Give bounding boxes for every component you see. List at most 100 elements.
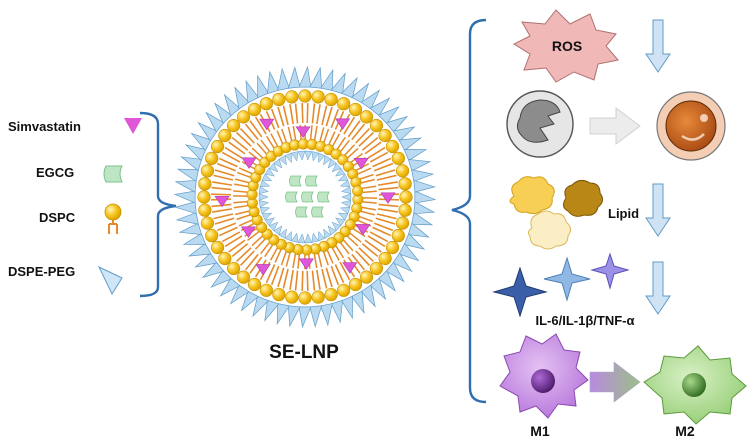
- egcg-molecule: [289, 175, 302, 187]
- simvastatin-molecule: [355, 224, 371, 236]
- lipid-tail: [270, 133, 279, 147]
- lipid-tail: [325, 267, 333, 288]
- right-arrow-icon: [589, 107, 641, 145]
- lipid-tail: [236, 214, 251, 221]
- egcg-molecule: [317, 191, 330, 203]
- lipid-tail: [247, 231, 260, 241]
- lipid-tail: [213, 174, 234, 181]
- lipid-tail: [238, 167, 253, 175]
- peg-chain: [331, 162, 342, 173]
- peg-chain: [174, 179, 197, 193]
- lipid-head: [369, 118, 384, 133]
- lipid-head: [259, 283, 273, 297]
- lipid-head: [247, 102, 262, 117]
- lipid-tail: [301, 103, 304, 124]
- lipid-head: [398, 203, 412, 217]
- lipid-tail: [361, 206, 376, 211]
- peg-chain: [377, 269, 396, 292]
- lipid-head: [352, 185, 364, 197]
- lipid-tail: [264, 244, 274, 258]
- peg-chain: [259, 179, 271, 188]
- lipid-tail: [254, 238, 266, 250]
- lipid-tail: [361, 243, 379, 258]
- lipid-head: [285, 290, 299, 304]
- lipid-tail: [236, 131, 252, 147]
- peg-chain: [318, 230, 326, 242]
- lipid-tail: [369, 151, 389, 163]
- lipid-droplets-icon: [509, 176, 604, 250]
- lipid-head: [236, 110, 251, 124]
- se-lnp-particle: [173, 65, 437, 329]
- peg-chain: [258, 186, 270, 194]
- peg-chain: [284, 230, 292, 242]
- lipid-tail: [211, 193, 232, 196]
- lipid-head: [324, 287, 338, 302]
- egcg-core: [285, 175, 330, 218]
- lipid-tail: [313, 125, 318, 140]
- lipid-tail: [277, 267, 285, 288]
- lipid-tail: [361, 136, 379, 151]
- lipid-head: [398, 177, 412, 191]
- simvastatin-molecule: [335, 118, 351, 130]
- lipid-tail: [340, 139, 350, 152]
- lipid-tail: [249, 256, 263, 274]
- lipid-tail: [328, 131, 336, 145]
- capsule-icon: [103, 165, 123, 183]
- peg-chain: [398, 242, 420, 262]
- lipid-head: [391, 151, 405, 165]
- peg-chain: [392, 126, 416, 142]
- lipid-tail: [343, 116, 356, 135]
- peg-chain: [268, 221, 279, 232]
- activated-macrophage-icon: [656, 91, 726, 161]
- lipid-head: [395, 216, 410, 230]
- lipid-head: [369, 261, 384, 276]
- peg-chain: [277, 67, 290, 91]
- lipid-tail: [212, 208, 233, 213]
- simvastatin-molecule: [240, 226, 257, 238]
- lipid-tail: [231, 136, 249, 151]
- lipid-tail: [378, 203, 399, 208]
- lipid-tail: [332, 133, 341, 147]
- lipid-tail: [375, 169, 396, 177]
- lipid-head: [385, 240, 400, 255]
- lipid-tail: [216, 222, 237, 232]
- lipid-head: [311, 290, 325, 304]
- lipid-tail: [331, 247, 340, 261]
- lipid-head: [247, 277, 262, 292]
- egcg-molecule: [295, 206, 308, 218]
- lipid-tail: [317, 253, 323, 268]
- lipid-head: [395, 164, 410, 178]
- lipid-tail: [214, 169, 235, 177]
- lipid-head: [391, 229, 405, 243]
- lipid-tail: [234, 210, 249, 216]
- peg-chain: [309, 66, 323, 89]
- cytokines-label: IL-6/IL-1β/TNF-α: [536, 313, 635, 328]
- lipid-tail: [325, 106, 333, 127]
- peg-chain: [360, 89, 381, 110]
- peg-chain: [407, 222, 430, 238]
- peg-chain: [268, 162, 279, 173]
- peg-chain: [284, 152, 292, 164]
- lipid-tail: [375, 217, 396, 225]
- lipid-tail: [311, 270, 316, 291]
- peg-chain: [323, 228, 332, 239]
- peg-chain: [320, 68, 334, 91]
- lipid-head: [210, 240, 225, 255]
- lipid-tail: [347, 235, 359, 247]
- peg-chain: [264, 167, 276, 177]
- lipid-tail: [339, 261, 351, 281]
- lipid-head: [298, 291, 312, 305]
- peg-chain: [392, 252, 413, 273]
- lipid-tail: [357, 167, 372, 175]
- lipid-tail: [254, 116, 267, 135]
- lipid-tail: [377, 208, 398, 213]
- lipid-tail: [281, 128, 288, 143]
- lipid-tail: [361, 210, 375, 216]
- lipid-tail: [280, 251, 287, 266]
- lipid-tail: [313, 254, 318, 269]
- peg-chain: [298, 306, 312, 329]
- right-bracket: [451, 18, 487, 404]
- lipid-tail: [336, 136, 346, 150]
- lipid-head: [205, 229, 219, 243]
- egcg-molecule: [311, 206, 324, 218]
